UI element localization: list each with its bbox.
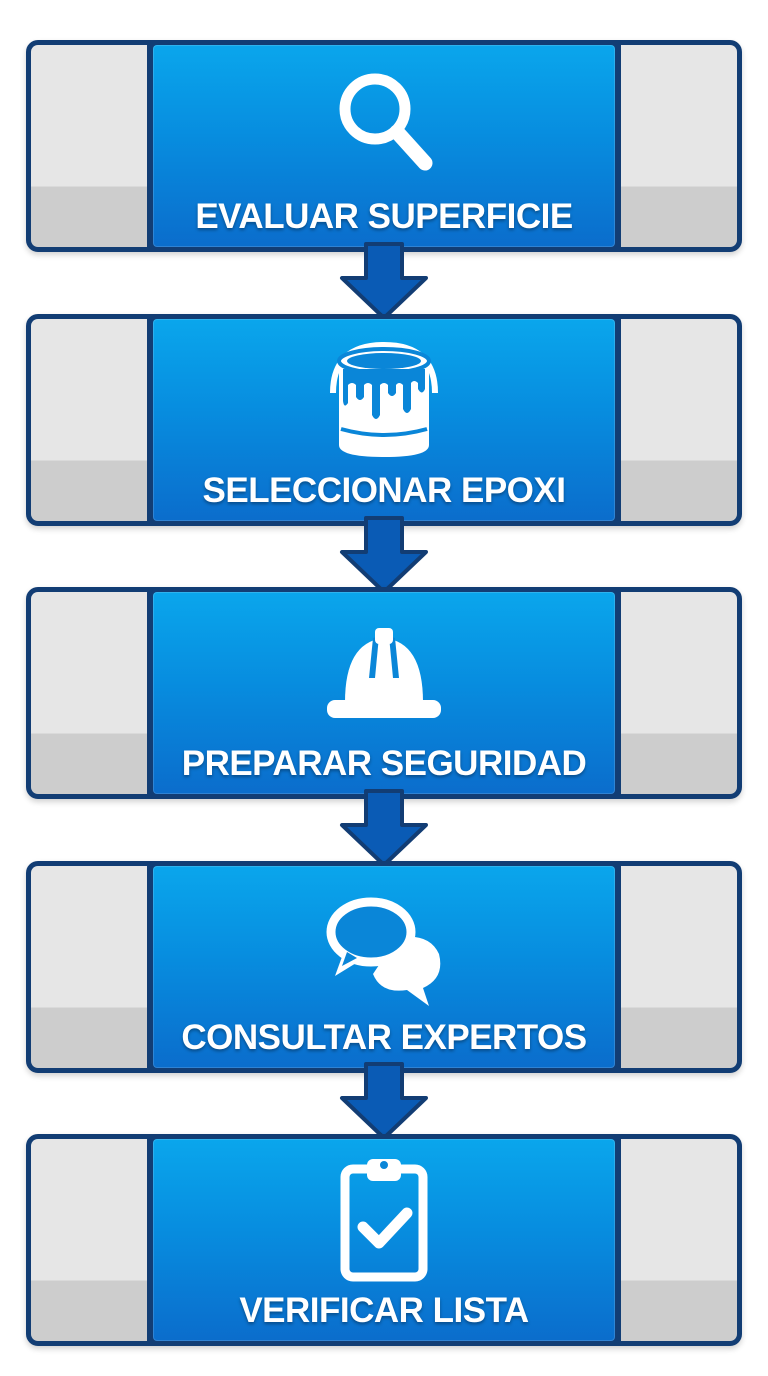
clipboard-check-icon (319, 1153, 449, 1283)
step-card: SELECCIONAR EPOXI (153, 319, 615, 521)
side-panel-left (31, 45, 147, 247)
step-preparar-seguridad: PREPARAR SEGURIDAD (26, 587, 742, 799)
step-label: CONSULTAR EXPERTOS (181, 1018, 587, 1057)
paint-bucket-icon (319, 333, 449, 463)
side-panel-left (31, 1139, 147, 1341)
step-verificar-lista: VERIFICAR LISTA (26, 1134, 742, 1346)
down-arrow-icon (334, 789, 434, 867)
step-label: PREPARAR SEGURIDAD (181, 744, 587, 783)
step-card: VERIFICAR LISTA (153, 1139, 615, 1341)
step-seleccionar-epoxi: SELECCIONAR EPOXI (26, 314, 742, 526)
side-panel-right (621, 592, 737, 794)
side-panel-right (621, 1139, 737, 1341)
side-panel-right (621, 866, 737, 1068)
step-consultar-expertos: CONSULTAR EXPERTOS (26, 861, 742, 1073)
side-panel-right (621, 45, 737, 247)
down-arrow-icon (334, 516, 434, 594)
step-label: VERIFICAR LISTA (239, 1291, 529, 1330)
down-arrow-icon (334, 242, 434, 320)
step-card: EVALUAR SUPERFICIE (153, 45, 615, 247)
magnifying-glass-icon (319, 59, 449, 189)
step-card: CONSULTAR EXPERTOS (153, 866, 615, 1068)
step-label: EVALUAR SUPERFICIE (195, 197, 573, 236)
down-arrow-icon (334, 1062, 434, 1140)
step-card: PREPARAR SEGURIDAD (153, 592, 615, 794)
side-panel-left (31, 866, 147, 1068)
hard-hat-icon (319, 606, 449, 736)
step-evaluar-superficie: EVALUAR SUPERFICIE (26, 40, 742, 252)
side-panel-right (621, 319, 737, 521)
side-panel-left (31, 592, 147, 794)
step-label: SELECCIONAR EPOXI (202, 471, 566, 510)
side-panel-left (31, 319, 147, 521)
chat-bubbles-icon (319, 880, 449, 1010)
